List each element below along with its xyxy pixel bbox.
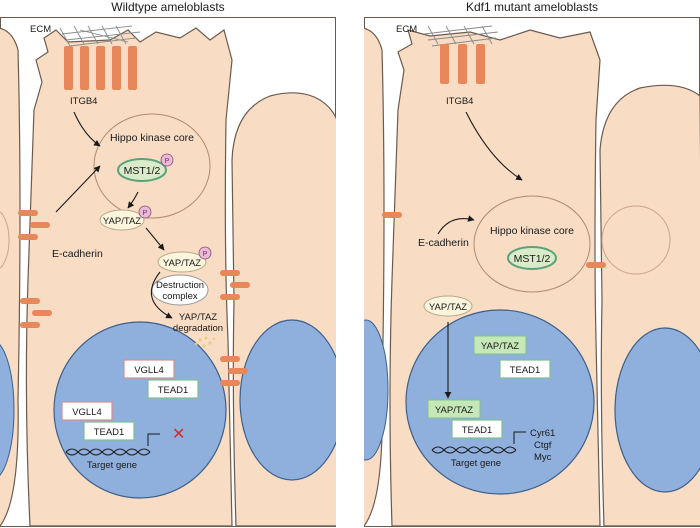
left-dna <box>65 433 160 456</box>
right-gene-myc: Myc <box>534 452 552 463</box>
degradation-label-2: degradation <box>173 323 223 334</box>
left-panel: Wildtype ameloblasts ECM <box>0 0 336 527</box>
destruction-label-1: Destruction <box>156 280 204 291</box>
right-yaptaz-nuc-1 <box>473 335 527 355</box>
right-yaptaz-cyto <box>423 295 473 317</box>
destruction-label-2: complex <box>162 291 198 302</box>
left-vgll4-b <box>61 401 113 421</box>
degradation-label-1: YAP/TAZ <box>179 312 217 323</box>
left-tead1-a <box>147 379 199 399</box>
right-ecadherin-junctions <box>382 212 606 268</box>
left-tead1-b <box>83 421 135 441</box>
right-arrows <box>437 111 523 399</box>
left-yaptaz-2-label: YAP/TAZ <box>163 258 201 269</box>
left-yaptaz-1-label: YAP/TAZ <box>103 216 141 227</box>
right-yaptaz-cyto-label: YAP/TAZ <box>429 302 467 313</box>
left-panel-title: Wildtype ameloblasts <box>111 0 224 14</box>
left-arrows <box>55 111 173 319</box>
right-mst12-label: MST1/2 <box>514 253 551 265</box>
ecm-fibers <box>59 25 141 47</box>
right-target-gene-label: Target gene <box>451 458 501 469</box>
right-yaptaz-nuc-2-label: YAP/TAZ <box>435 405 473 416</box>
right-gene-cyr61: Cyr61 <box>530 428 555 439</box>
right-tead1-2-label: TEAD1 <box>462 425 493 436</box>
left-vgll4-a-label: VGLL4 <box>134 365 164 376</box>
left-itgb4-label: ITGB4 <box>70 96 97 107</box>
phospho-icon <box>160 153 174 167</box>
right-tead1-1 <box>499 359 551 379</box>
left-ecadherin-label: E-cadherin <box>52 248 103 260</box>
left-vgll4-b-label: VGLL4 <box>72 407 102 418</box>
left-itgb4-receptors <box>64 46 137 90</box>
right-neighbor-nucleus <box>614 327 700 493</box>
right-ecm-label: ECM <box>396 24 417 35</box>
left-tead1-b-label: TEAD1 <box>94 427 125 438</box>
right-gene-ctgf: Ctgf <box>534 440 552 451</box>
right-yaptaz-nuc-2 <box>427 399 481 419</box>
right-hippo-core <box>473 195 591 293</box>
right-neighbor-nucleus-outline <box>601 205 671 275</box>
phospho-label: P <box>165 158 170 165</box>
left-mst12-label: MST1/2 <box>124 165 161 177</box>
left-hippo-core-label: Hippo kinase core <box>110 132 194 144</box>
phospho-icon <box>198 246 212 260</box>
right-dna <box>431 431 526 454</box>
left-vgll4-a <box>123 359 175 379</box>
degradation-fragments <box>194 336 216 348</box>
right-ecadherin-label: E-cadherin <box>418 237 469 249</box>
phospho-label: P <box>203 251 208 258</box>
main-nucleus <box>53 321 227 499</box>
right-itgb4-label: ITGB4 <box>446 96 473 107</box>
right-left-neighbor-nucleus <box>364 319 389 461</box>
left-neighbor-nucleus <box>0 344 15 476</box>
left-target-gene-label: Target gene <box>87 460 137 471</box>
right-tead1-1-label: TEAD1 <box>510 365 541 376</box>
right-yaptaz-nuc-1-label: YAP/TAZ <box>481 341 519 352</box>
right-panel: Kdf1 mutant ameloblasts ECM ITGB4 Hippo … <box>364 0 700 527</box>
repression-x-icon: ✕ <box>172 426 185 443</box>
phospho-icon <box>138 205 152 219</box>
right-itgb4-receptors <box>440 44 485 84</box>
right-mst12 <box>507 246 557 270</box>
left-tead1-a-label: TEAD1 <box>158 385 189 396</box>
right-tead1-2 <box>451 419 503 439</box>
phospho-label: P <box>143 210 148 217</box>
left-yaptaz-2 <box>157 251 207 273</box>
right-hippo-core-label: Hippo kinase core <box>490 225 574 237</box>
left-yaptaz-1 <box>99 209 145 231</box>
left-neighbor-nucleus-outline <box>0 211 10 269</box>
right-neighbor-nucleus <box>239 319 336 481</box>
right-panel-title: Kdf1 mutant ameloblasts <box>466 0 598 14</box>
left-mst12 <box>117 158 167 182</box>
left-ecadherin-junctions <box>18 210 250 386</box>
left-ecm-label: ECM <box>30 24 51 35</box>
